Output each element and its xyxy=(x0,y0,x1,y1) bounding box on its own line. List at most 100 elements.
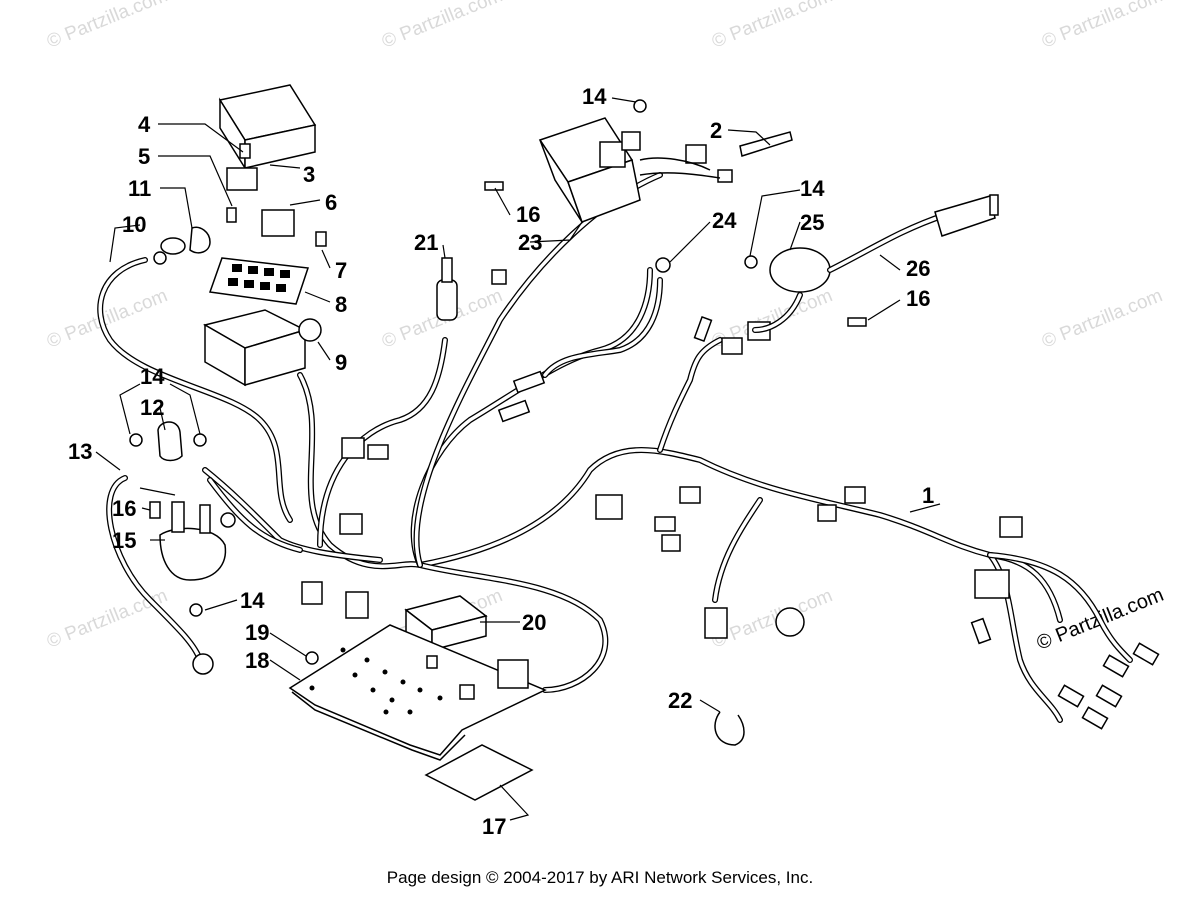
harness-connector xyxy=(595,494,623,520)
callout-17: 17 xyxy=(482,814,506,839)
ground-tab xyxy=(512,370,546,394)
boot xyxy=(157,421,183,462)
nut xyxy=(193,433,207,447)
connector xyxy=(497,659,529,689)
fuse-label xyxy=(208,257,310,305)
harness-connector xyxy=(1102,654,1130,678)
ground-wire xyxy=(542,257,671,378)
callout-19: 19 xyxy=(245,620,269,645)
ring-terminal xyxy=(160,237,186,255)
main-harness xyxy=(202,172,1160,730)
callout-5: 5 xyxy=(138,144,150,169)
harness-connector xyxy=(654,516,676,532)
callout-25: 25 xyxy=(800,210,824,235)
callout-14: 14 xyxy=(240,588,265,613)
key-switch-handle xyxy=(934,195,996,237)
harness-connector xyxy=(1081,706,1109,730)
relays-and-fuses xyxy=(189,167,327,254)
ground-tab xyxy=(497,399,531,423)
rivet xyxy=(305,651,319,665)
bolt xyxy=(847,317,867,327)
nut xyxy=(633,99,647,113)
callout-16: 16 xyxy=(516,202,540,227)
callout-23: 23 xyxy=(518,230,542,255)
harness-connector xyxy=(970,617,992,645)
harness-connector xyxy=(679,486,701,504)
connector-plug xyxy=(739,131,793,157)
harness-connector xyxy=(721,337,743,355)
ignition-switch xyxy=(752,194,999,333)
watermark: © Partzilla.com xyxy=(44,285,171,352)
harness-connector xyxy=(817,504,837,522)
callout-24: 24 xyxy=(712,208,737,233)
harness-connector xyxy=(1095,684,1123,708)
fuse-box-cover xyxy=(218,84,317,171)
callout-26: 26 xyxy=(906,256,930,281)
leader-lines xyxy=(95,97,941,821)
callout-9: 9 xyxy=(335,350,347,375)
battery-cables xyxy=(97,237,293,675)
callout-21: 21 xyxy=(414,230,438,255)
harness-connector xyxy=(704,607,728,639)
watermark: © Partzilla.com xyxy=(44,585,171,652)
callout-10: 10 xyxy=(122,212,146,237)
nut xyxy=(744,255,758,269)
harness-connector xyxy=(844,486,866,504)
adhesive-pad xyxy=(424,744,534,801)
callout-14: 14 xyxy=(582,84,607,109)
callout-16: 16 xyxy=(906,286,930,311)
callout-4: 4 xyxy=(138,112,151,137)
ring-terminal xyxy=(655,257,671,273)
nut xyxy=(189,603,203,617)
callout-18: 18 xyxy=(245,648,269,673)
callout-15: 15 xyxy=(112,528,136,553)
cable-tie xyxy=(714,711,745,746)
relay xyxy=(226,167,258,191)
fuse-block xyxy=(203,309,322,387)
callout-8: 8 xyxy=(335,292,347,317)
callout-1: 1 xyxy=(922,483,934,508)
relay xyxy=(261,209,295,237)
bolt xyxy=(149,501,161,519)
harness-connector xyxy=(491,269,507,285)
callout-6: 6 xyxy=(325,190,337,215)
ring-terminal xyxy=(192,653,214,675)
bracket xyxy=(459,684,475,700)
watermark: © Partzilla.com xyxy=(1039,285,1166,352)
harness-connector xyxy=(341,437,365,459)
harness-connector xyxy=(661,534,681,552)
nut xyxy=(129,433,143,447)
callout-14: 14 xyxy=(800,176,825,201)
callout-14: 14 xyxy=(140,364,165,389)
voltage-regulator xyxy=(538,117,793,223)
watermark: © Partzilla.com xyxy=(1039,0,1166,53)
clip-ring xyxy=(298,318,322,342)
watermark: © Partzilla.com xyxy=(379,0,506,53)
bolt xyxy=(484,181,504,191)
callouts: 1 2 3 4 5 6 7 8 9 10 11 12 13 14 14 14 1… xyxy=(68,84,934,839)
harness-plug xyxy=(693,315,713,343)
harness-connector xyxy=(301,581,323,605)
mounting-plate xyxy=(288,624,547,761)
starter-solenoid xyxy=(159,501,236,581)
callout-3: 3 xyxy=(303,162,315,187)
callout-16: 16 xyxy=(112,496,136,521)
callout-22: 22 xyxy=(668,688,692,713)
watermark: © Partzilla.com xyxy=(709,585,836,652)
harness-connector xyxy=(339,513,363,535)
harness-connector xyxy=(367,444,389,460)
harness-plug xyxy=(775,607,805,637)
harness-connector xyxy=(974,569,1010,599)
terminal-boot xyxy=(189,226,211,254)
callout-20: 20 xyxy=(522,610,546,635)
hardware xyxy=(129,99,867,665)
watermark: © Partzilla.com xyxy=(709,0,836,53)
ring-terminal xyxy=(153,251,167,265)
callout-11: 11 xyxy=(128,176,151,201)
cdi-module xyxy=(404,595,488,652)
harness-connector xyxy=(345,591,369,619)
page-footer: Page design © 2004-2017 by ARI Network S… xyxy=(386,868,814,887)
oxygen-sensor xyxy=(436,257,458,321)
callout-7: 7 xyxy=(335,258,347,283)
